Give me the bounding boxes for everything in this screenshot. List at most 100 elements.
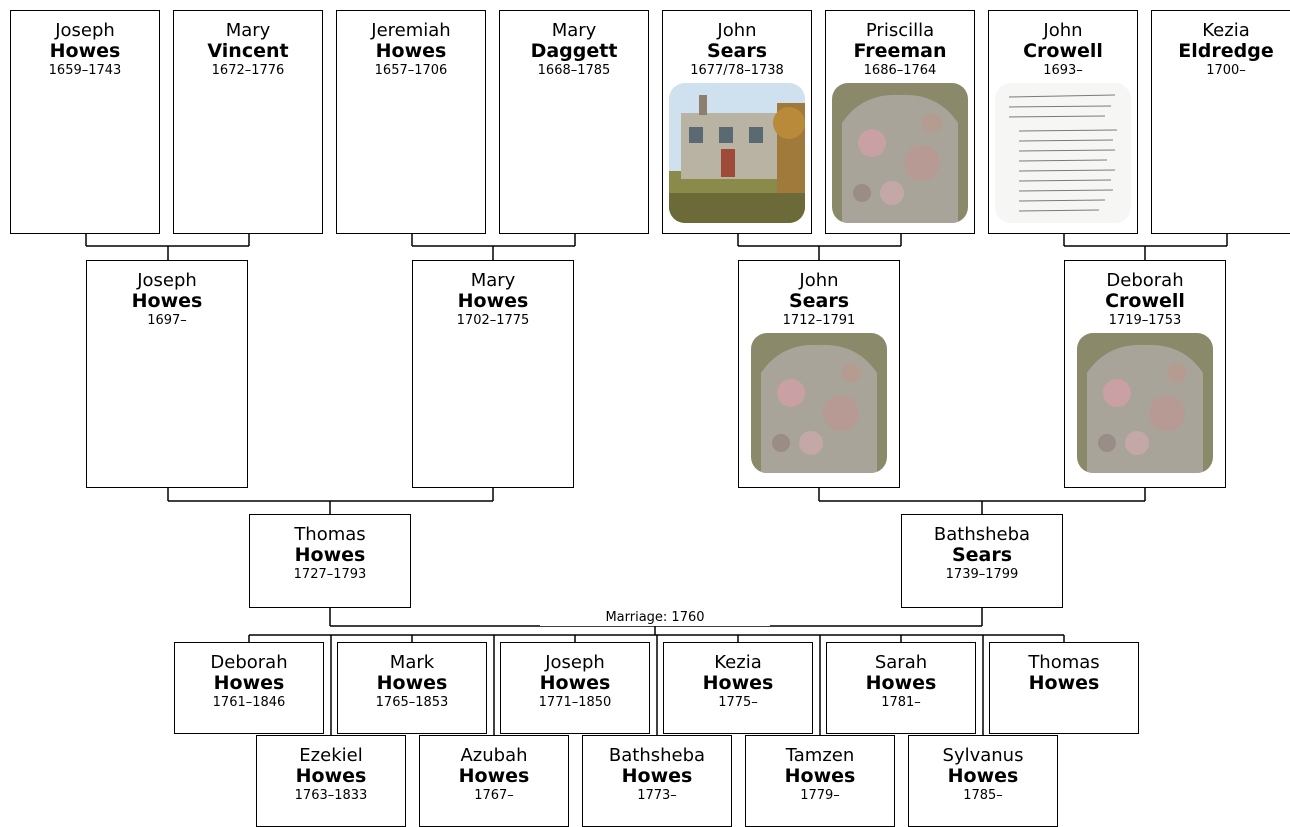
given-name: Azubah	[460, 745, 528, 766]
given-name: Jeremiah	[371, 20, 451, 41]
life-years: 1700–	[1206, 63, 1246, 78]
surname: Howes	[702, 672, 774, 694]
surname: Howes	[294, 544, 366, 566]
life-years: 1763–1833	[294, 788, 368, 803]
life-years: 1781–	[881, 695, 921, 710]
surname: Howes	[1028, 672, 1100, 694]
life-years: 1739–1799	[945, 567, 1019, 582]
given-name: Mary	[551, 20, 597, 41]
given-name: John	[799, 270, 839, 291]
given-name: Thomas	[294, 524, 366, 545]
given-name: Sarah	[874, 652, 928, 673]
life-years: 1765–1853	[375, 695, 449, 710]
marriage-label: Marriage: 1760	[540, 609, 770, 626]
given-name: Joseph	[137, 270, 197, 291]
surname: Howes	[947, 765, 1019, 787]
life-years: 1657–1706	[374, 63, 448, 78]
surname: Howes	[49, 40, 121, 62]
life-years: 1727–1793	[293, 567, 367, 582]
life-years: 1697–	[147, 313, 187, 328]
surname: Sears	[951, 544, 1013, 566]
given-name: Kezia	[1202, 20, 1250, 41]
life-years: 1719–1753	[1108, 313, 1182, 328]
document-photo[interactable]	[995, 83, 1131, 223]
surname: Howes	[295, 765, 367, 787]
given-name: Bathsheba	[608, 745, 706, 766]
life-years: 1686–1764	[863, 63, 937, 78]
gravestone-photo[interactable]	[1077, 333, 1213, 473]
life-years: 1779–	[800, 788, 840, 803]
surname: Sears	[706, 40, 768, 62]
surname: Eldredge	[1178, 40, 1274, 62]
life-years: 1672–1776	[211, 63, 285, 78]
life-years: 1677/78–1738	[690, 63, 784, 78]
given-name: Ezekiel	[299, 745, 363, 766]
given-name: Mark	[389, 652, 435, 673]
life-years: 1775–	[718, 695, 758, 710]
house-photo[interactable]	[669, 83, 805, 223]
surname: Howes	[213, 672, 285, 694]
life-years: 1668–1785	[537, 63, 611, 78]
surname: Crowell	[1105, 290, 1185, 312]
life-years: 1785–	[963, 788, 1003, 803]
given-name: Mary	[225, 20, 271, 41]
surname: Daggett	[530, 40, 618, 62]
given-name: John	[1043, 20, 1083, 41]
given-name: Mary	[470, 270, 516, 291]
surname: Vincent	[207, 40, 289, 62]
surname: Howes	[621, 765, 693, 787]
given-name: Thomas	[1028, 652, 1100, 673]
given-name: Deborah	[210, 652, 288, 673]
given-name: Joseph	[545, 652, 605, 673]
surname: Howes	[865, 672, 937, 694]
surname: Howes	[376, 672, 448, 694]
given-name: Joseph	[55, 20, 115, 41]
given-name: Kezia	[714, 652, 762, 673]
life-years: 1761–1846	[212, 695, 286, 710]
life-years: 1712–1791	[782, 313, 856, 328]
given-name: Deborah	[1106, 270, 1184, 291]
life-years: 1767–	[474, 788, 514, 803]
surname: Howes	[539, 672, 611, 694]
life-years: 1693–	[1043, 63, 1083, 78]
life-years: 1702–1775	[456, 313, 530, 328]
surname: Crowell	[1023, 40, 1103, 62]
gravestone-photo[interactable]	[751, 333, 887, 473]
given-name: Bathsheba	[933, 524, 1031, 545]
life-years: 1659–1743	[48, 63, 122, 78]
gravestone-photo[interactable]	[832, 83, 968, 223]
surname: Howes	[784, 765, 856, 787]
surname: Freeman	[853, 40, 947, 62]
surname: Howes	[375, 40, 447, 62]
life-years: 1771–1850	[538, 695, 612, 710]
given-name: Priscilla	[865, 20, 935, 41]
surname: Howes	[457, 290, 529, 312]
